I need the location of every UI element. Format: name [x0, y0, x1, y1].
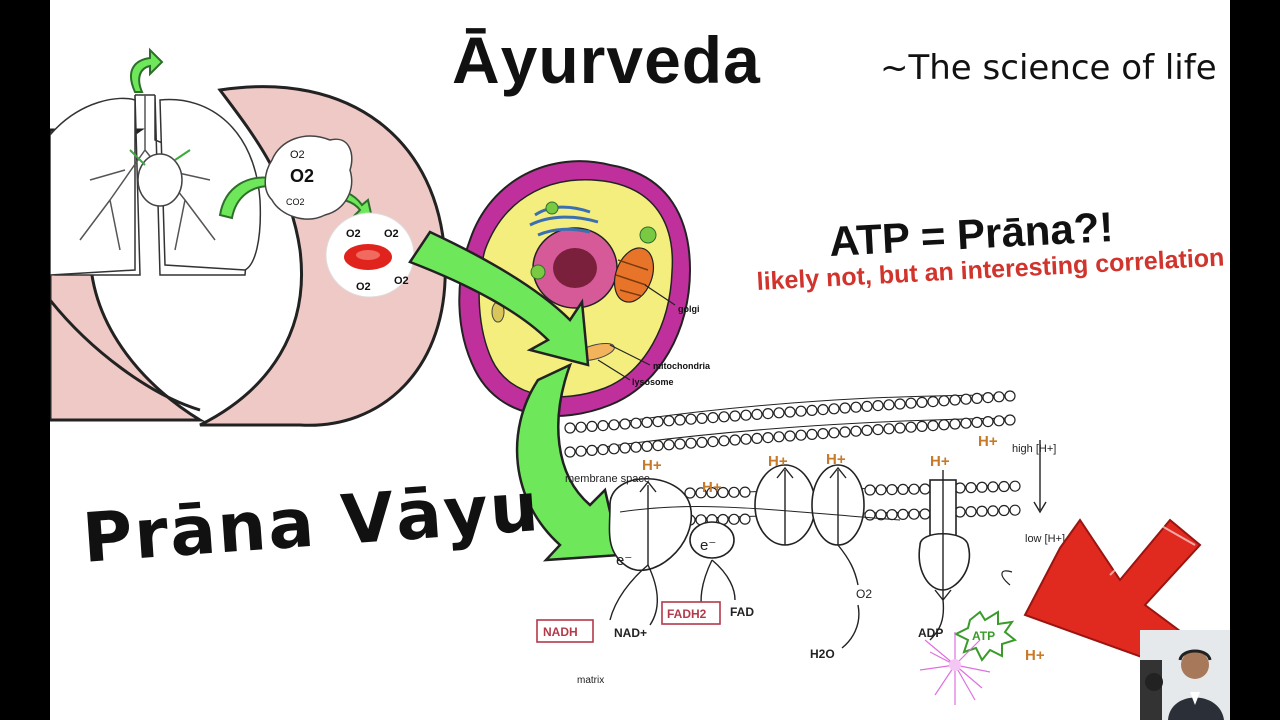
- adp-label: ADP: [918, 626, 943, 640]
- rbc-o2-1: O2: [346, 228, 361, 240]
- rbc-o2-4: O2: [394, 275, 409, 287]
- rbc-o2-3: O2: [356, 281, 371, 293]
- lungs-sketch: [50, 94, 262, 276]
- curly-arrow: [1001, 570, 1013, 586]
- label-golgi: golgi: [678, 304, 700, 314]
- h-plus-2: H+: [702, 479, 722, 496]
- label-mitochondria: mitochondria: [653, 361, 711, 371]
- red-blood-cell: O2 O2 O2 O2: [325, 212, 415, 298]
- matrix-label: matrix: [577, 675, 604, 686]
- h-plus-5: H+: [930, 453, 950, 470]
- diagram-canvas: O2 O2 CO2 O2 O2 O2 O2: [50, 47, 1202, 705]
- alveolus-o2-top: O2: [290, 149, 305, 161]
- high-h-label: high [H+]: [1012, 443, 1056, 455]
- green-arrows-large: [408, 230, 622, 562]
- nadh-box: NADH: [543, 625, 578, 639]
- atp-label: ATP: [972, 629, 995, 643]
- membrane-heads: [564, 390, 1021, 526]
- label-lysosome: lysosome: [632, 377, 674, 387]
- cell-illustration: golgi mitochondria lysosome: [458, 160, 711, 417]
- page-title: Āyurveda: [452, 23, 761, 97]
- membrane-space-label: membrane space: [565, 473, 650, 485]
- alveolus-o2-main: O2: [290, 166, 314, 186]
- energy-spark: [919, 632, 991, 705]
- o2-label: O2: [856, 587, 872, 601]
- nad-label: NAD+: [614, 626, 647, 640]
- protein-complexes: [608, 464, 971, 591]
- rbc-o2-2: O2: [384, 228, 399, 240]
- atp-burst: ATP: [953, 610, 1018, 662]
- low-h-label: low [H+]: [1025, 533, 1065, 545]
- page-subtitle: ~The science of life: [880, 48, 1217, 88]
- h2o-label: H2O: [810, 647, 835, 661]
- etc-arrows: [609, 440, 1047, 649]
- red-arrow: [1023, 518, 1202, 662]
- presenter-avatar: [1140, 630, 1230, 720]
- h-plus-4: H+: [826, 451, 846, 468]
- alveolus-co2: CO2: [286, 197, 305, 207]
- etc-labels: e⁻ e⁻ membrane space high [H+] low [H+] …: [565, 443, 1065, 686]
- electron-1: e⁻: [616, 552, 632, 569]
- fad-label: FAD: [730, 605, 754, 619]
- fadh2-box: FADH2: [667, 607, 707, 621]
- slide: O2 O2 CO2 O2 O2 O2 O2: [50, 0, 1230, 720]
- carrier-boxes: NADH FADH2: [536, 601, 721, 643]
- h-plus-3: H+: [768, 453, 788, 470]
- h-plus-7: H+: [1025, 647, 1045, 664]
- h-plus-6: H+: [978, 433, 998, 450]
- h-plus-1: H+: [642, 457, 662, 474]
- presenter-webcam: [1140, 630, 1230, 720]
- proton-labels: H+ H+ H+ H+ H+ H+ H+: [642, 433, 1045, 664]
- electron-2: e⁻: [700, 537, 716, 554]
- alveolus-sketch: O2 O2 CO2: [264, 135, 353, 220]
